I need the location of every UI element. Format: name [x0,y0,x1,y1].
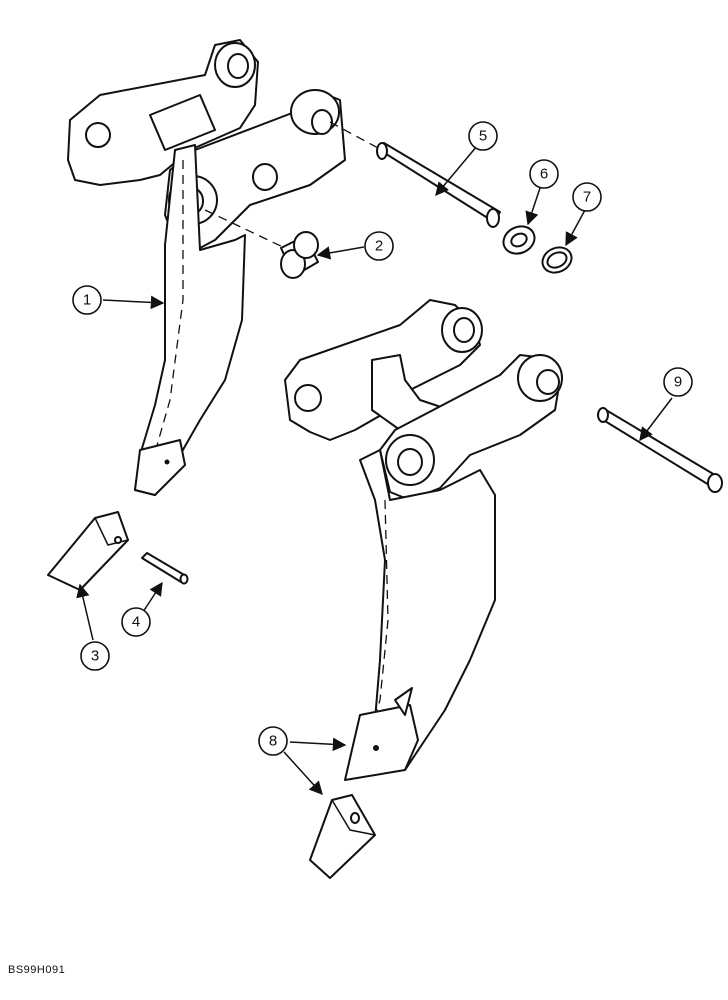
svg-text:5: 5 [479,128,487,145]
svg-text:9: 9 [674,374,682,391]
bushing-part-2 [204,209,319,279]
pin-part-9 [597,407,723,493]
callout-3: 3 [80,641,110,671]
svg-text:1: 1 [83,292,91,309]
ripper-shank-single [67,39,346,496]
callout-7: 7 [572,182,602,212]
snap-ring-part-7 [541,246,573,274]
callout-8: 8 [258,726,288,756]
callout-1: 1 [72,285,102,315]
figure-code: BS99H091 [8,964,66,976]
tooth-part-8 [309,794,376,879]
callout-2: 2 [364,231,394,261]
svg-text:4: 4 [132,614,140,631]
callout-6: 6 [529,159,559,189]
callout-5: 5 [468,121,498,151]
svg-text:2: 2 [375,238,383,255]
svg-text:6: 6 [540,166,548,183]
callout-4: 4 [121,607,151,637]
roll-pin-part-4 [141,552,189,585]
svg-text:7: 7 [583,189,591,206]
svg-text:3: 3 [91,648,99,665]
svg-text:8: 8 [269,733,277,750]
tooth-part-3 [47,511,129,591]
washer-part-6 [502,225,536,255]
callout-9: 9 [663,367,693,397]
ripper-shank-multi [284,299,563,781]
